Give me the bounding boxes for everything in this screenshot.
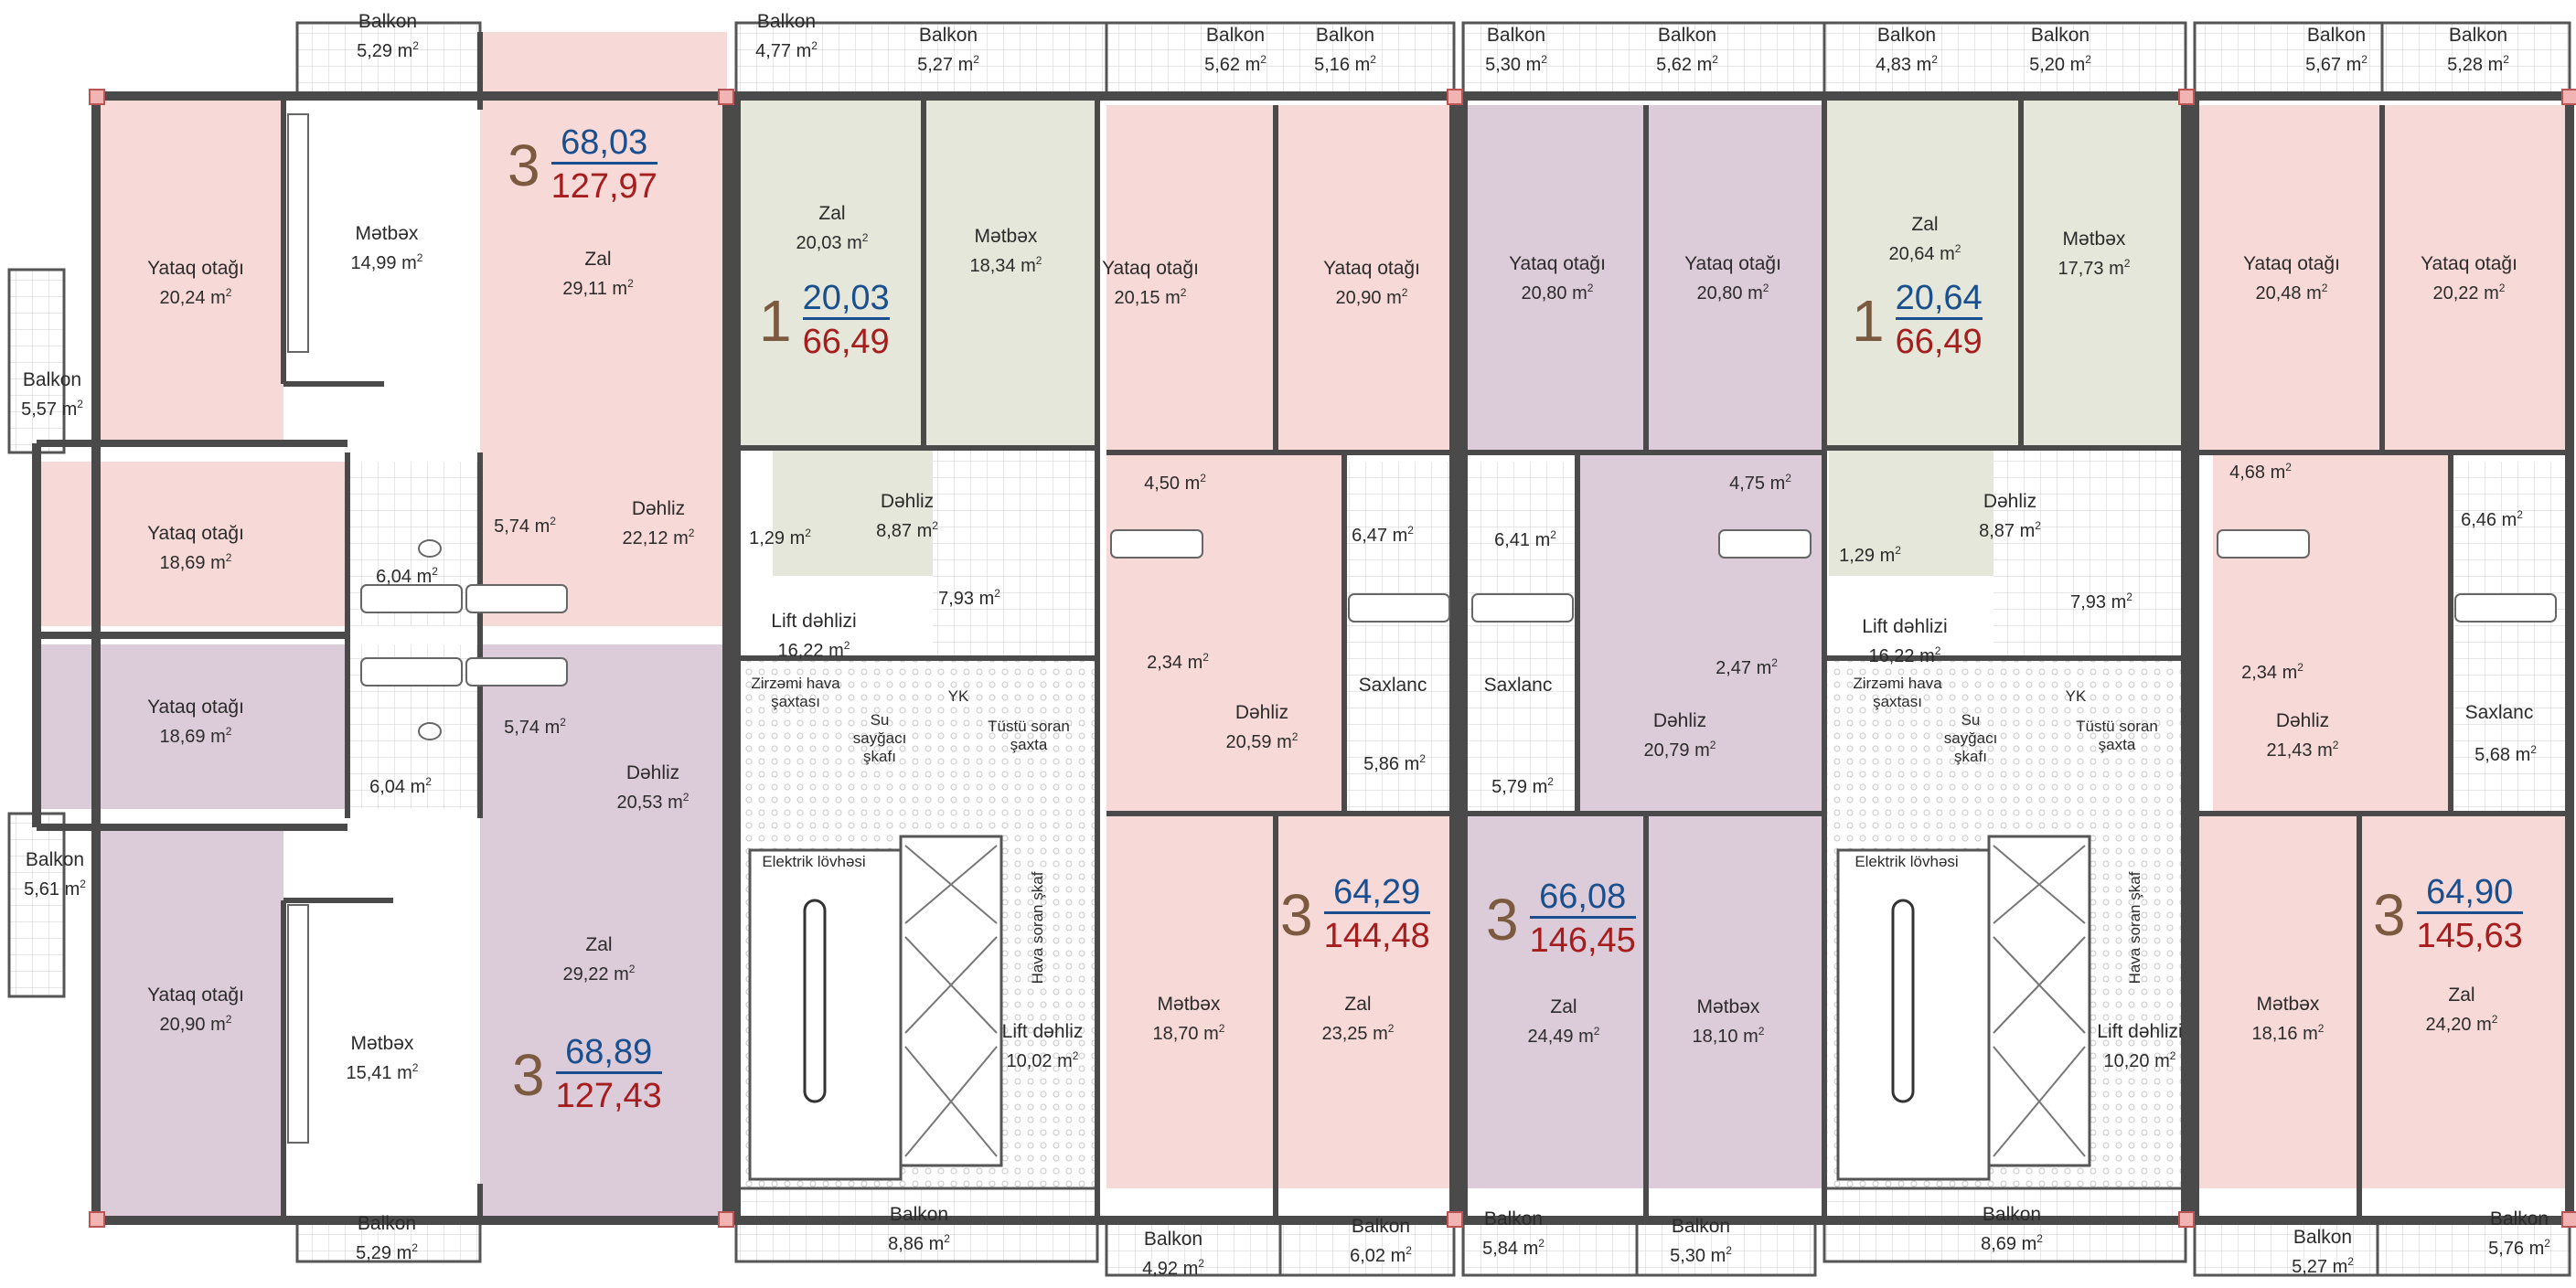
right-wing: [2190, 21, 2574, 1277]
center-left-block: [732, 21, 1459, 1277]
column-markers: [89, 89, 2576, 1228]
left-wing: [7, 21, 732, 1263]
center-right-block: [1459, 21, 2190, 1277]
